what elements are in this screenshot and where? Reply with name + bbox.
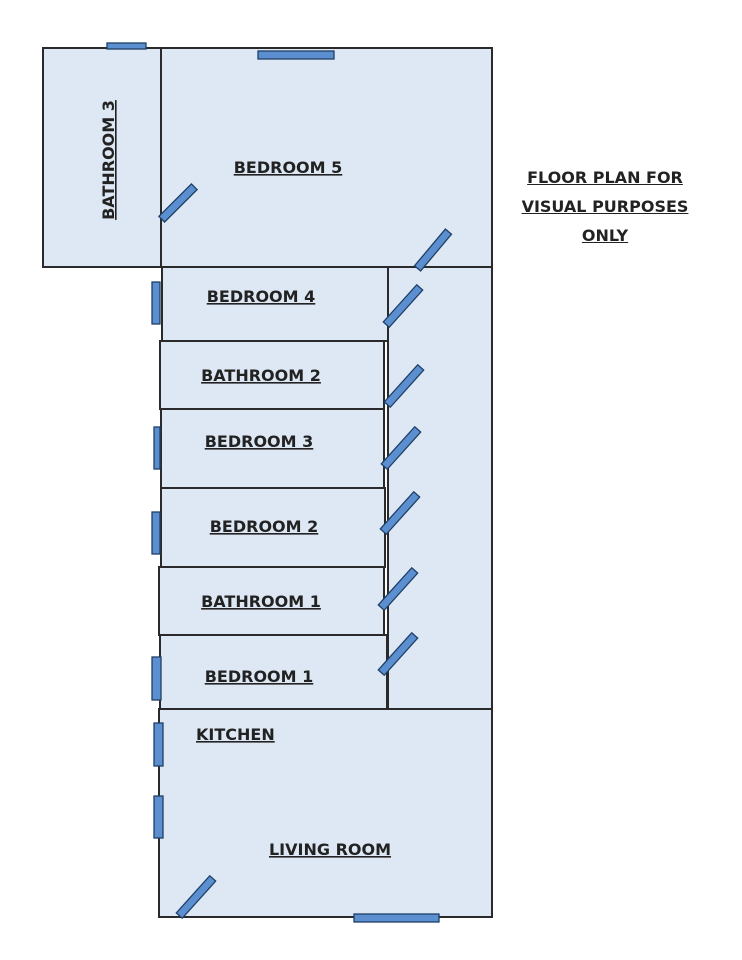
bedroom-3-label: BEDROOM 3	[205, 432, 314, 451]
hallway	[387, 266, 493, 710]
bathroom-2-label: BATHROOM 2	[201, 366, 321, 385]
door	[175, 874, 217, 920]
bedroom-3-room	[160, 408, 385, 489]
window	[153, 722, 164, 767]
disclaimer-line-3: ONLY	[581, 226, 629, 245]
window	[257, 50, 335, 60]
living-room-label: LIVING ROOM	[269, 840, 391, 859]
bedroom-2-label: BEDROOM 2	[210, 517, 319, 536]
bedroom-5-label: BEDROOM 5	[234, 158, 343, 177]
disclaimer-line-1: FLOOR PLAN FOR	[527, 168, 683, 187]
door	[157, 182, 199, 224]
bathroom-3-label: BATHROOM 3	[99, 100, 118, 220]
window	[151, 281, 161, 325]
door	[413, 228, 453, 272]
floor-plan-disclaimer: FLOOR PLAN FOR VISUAL PURPOSES ONLY	[505, 163, 705, 250]
window	[153, 795, 164, 839]
window	[151, 656, 162, 701]
door	[377, 631, 419, 677]
window	[151, 511, 161, 555]
bedroom-5-room	[160, 47, 493, 268]
door	[379, 490, 421, 536]
window	[153, 426, 161, 470]
bathroom-1-label: BATHROOM 1	[201, 592, 321, 611]
bedroom-4-room	[161, 266, 389, 342]
bathroom-3-room	[42, 47, 162, 268]
door	[382, 283, 424, 329]
door	[377, 566, 419, 612]
bedroom-4-label: BEDROOM 4	[207, 287, 316, 306]
door	[383, 363, 425, 409]
door	[380, 425, 422, 471]
window	[353, 913, 440, 923]
window	[106, 42, 147, 50]
bathroom-1-room	[158, 566, 385, 636]
disclaimer-line-2: VISUAL PURPOSES	[521, 197, 689, 216]
kitchen-label: KITCHEN	[196, 725, 275, 744]
bedroom-1-label: BEDROOM 1	[205, 667, 314, 686]
